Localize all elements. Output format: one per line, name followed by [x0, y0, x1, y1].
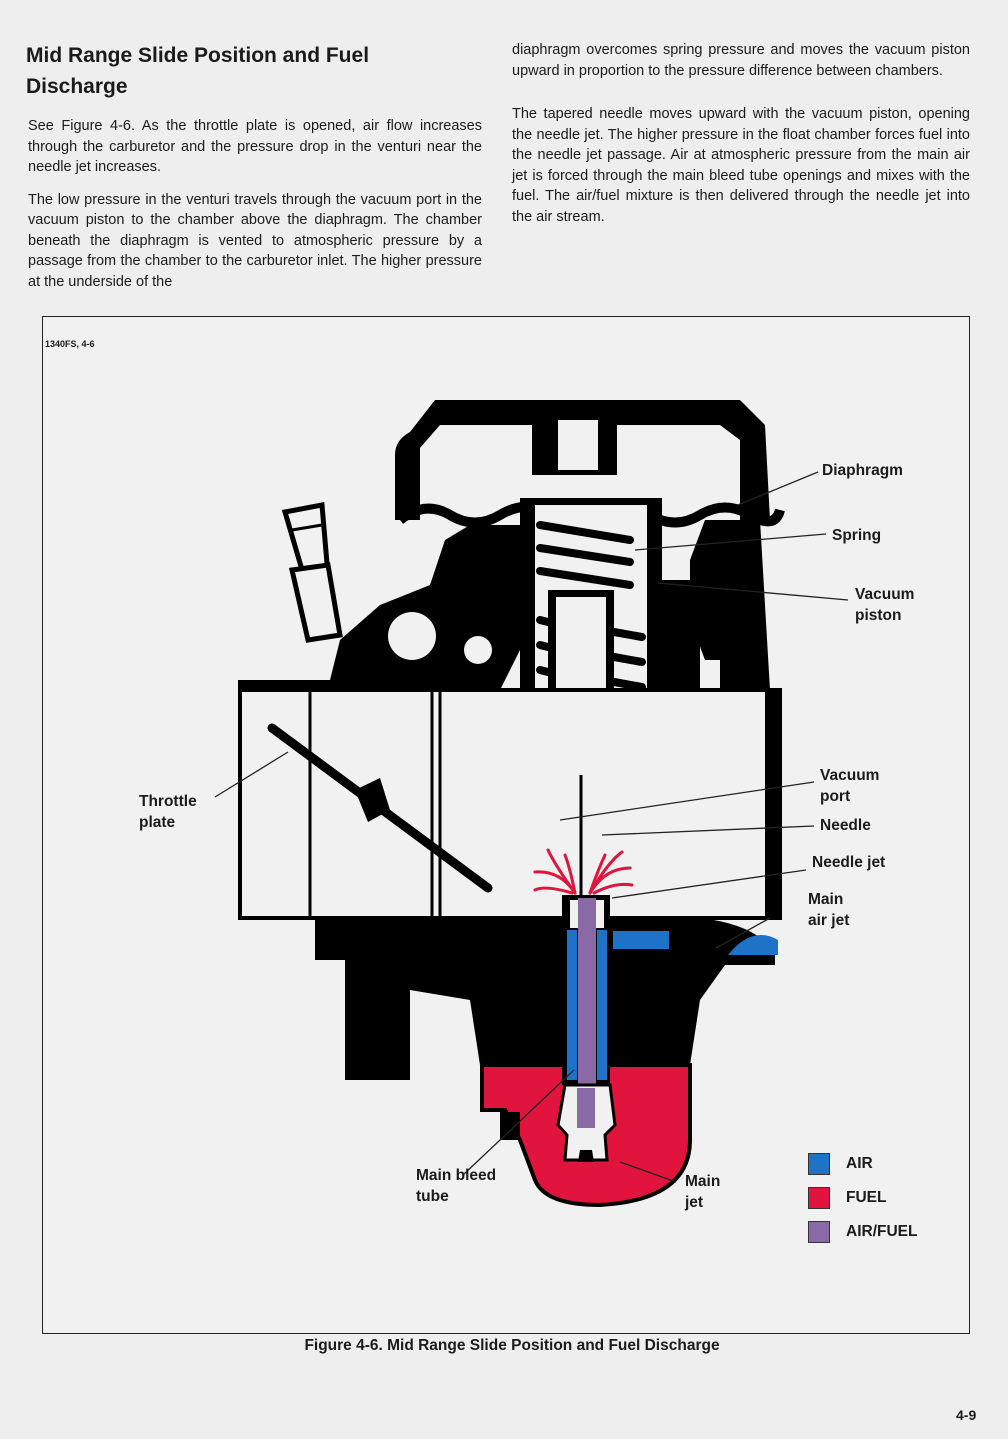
label-main-air-jet: Main air jet	[808, 891, 850, 929]
section-heading: Mid Range Slide Position and Fuel Discha…	[26, 40, 466, 102]
throat-body	[238, 688, 782, 920]
label-spring: Spring	[832, 527, 882, 544]
legend-item-fuel: FUEL	[808, 1187, 886, 1209]
top-cover	[395, 400, 770, 520]
legend-swatch-air-fuel	[808, 1221, 830, 1243]
label-needle: Needle	[820, 817, 871, 834]
throttle-plate	[267, 723, 493, 893]
choke-fitting	[281, 502, 343, 643]
page-number: 4-9	[956, 1407, 977, 1423]
paragraph: diaphragm overcomes spring pressure and …	[512, 42, 970, 79]
carb-body-upper	[238, 520, 770, 690]
section-heading-line1: Mid Range Slide Position and Fuel	[26, 44, 370, 67]
fuel-spray	[533, 848, 634, 895]
figure-caption: Figure 4-6. Mid Range Slide Position and…	[304, 1337, 720, 1354]
label-throttle-plate: Throttle plate	[139, 793, 197, 831]
right-column: diaphragm overcomes spring pressure and …	[512, 40, 970, 239]
legend-item-air: AIR	[808, 1153, 873, 1175]
label-needle-jet: Needle jet	[812, 854, 886, 871]
legend-swatch-air	[808, 1153, 830, 1175]
paragraph: The low pressure in the venturi travels …	[28, 191, 482, 290]
legend-item-air-fuel: AIR/FUEL	[808, 1221, 917, 1243]
label-vacuum-port: Vacuum port	[820, 767, 880, 805]
leader-lines	[214, 471, 849, 1183]
main-jet	[556, 1083, 617, 1162]
main-bleed-tube	[562, 895, 610, 1086]
paragraph: See Figure 4-6. As the throttle plate is…	[28, 118, 482, 175]
legend-swatch-fuel	[808, 1187, 830, 1209]
left-column: See Figure 4-6. As the throttle plate is…	[28, 116, 482, 304]
section-heading-line2: Discharge	[26, 75, 128, 98]
carb-body-lower	[315, 918, 778, 1080]
label-main-jet: Main jet	[685, 1173, 721, 1211]
label-vacuum-piston: Vacuum piston	[855, 586, 915, 624]
figure-code: 1340FS, 4-6	[45, 339, 95, 349]
label-diaphragm: Diaphragm	[822, 462, 903, 479]
label-main-bleed-tube: Main bleed tube	[416, 1167, 497, 1205]
paragraph: The tapered needle moves upward with the…	[512, 106, 970, 225]
